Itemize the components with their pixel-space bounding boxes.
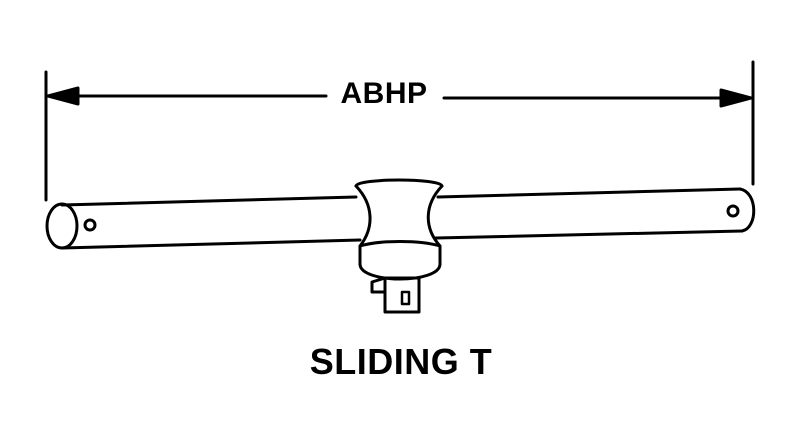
left-handle-hole: [83, 218, 97, 232]
sliding-head: [354, 178, 444, 281]
left-handle-end: [45, 202, 79, 250]
drive-detent: [400, 290, 411, 306]
square-drive: [370, 276, 421, 314]
dimension-label: ABHP: [340, 77, 428, 110]
left-arrowhead: [46, 86, 80, 106]
right-handle-hole: [726, 204, 740, 218]
right-handle-end: [738, 187, 756, 233]
left-handle-bar: [45, 195, 362, 250]
right-handle-bar: [434, 187, 756, 240]
right-arrowhead: [719, 88, 753, 108]
caption-title: SLIDING T: [309, 341, 493, 382]
